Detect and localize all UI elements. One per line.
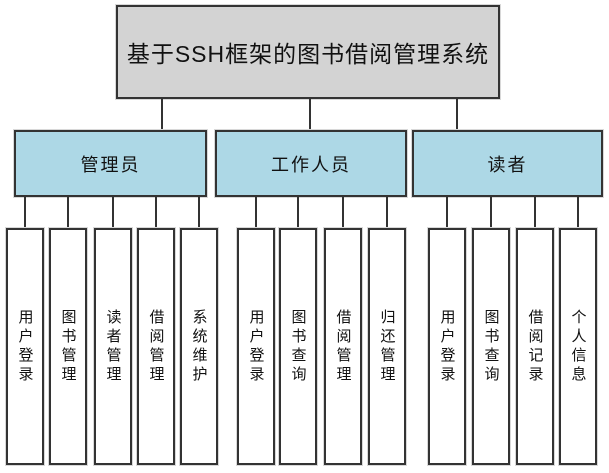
leaf-label: 借阅记录 <box>526 308 544 385</box>
connector-line <box>161 99 163 130</box>
leaf-node: 用户登录 <box>237 228 275 465</box>
leaf-node: 借阅管理 <box>137 228 175 465</box>
connector-line <box>297 197 299 228</box>
leaf-label: 图书查询 <box>289 308 307 385</box>
leaf-node: 借阅记录 <box>516 228 554 465</box>
leaf-node: 读者管理 <box>94 228 132 465</box>
group-node-staff: 工作人员 <box>215 130 407 197</box>
root-node: 基于SSH框架的图书借阅管理系统 <box>116 5 500 99</box>
connector-line <box>198 197 200 228</box>
connector-line <box>577 197 579 228</box>
connector-line <box>446 197 448 228</box>
leaf-label: 用户登录 <box>247 308 265 385</box>
leaf-label: 系统维护 <box>190 308 208 385</box>
connector-line <box>534 197 536 228</box>
connector-line <box>255 197 257 228</box>
leaf-label: 借阅管理 <box>147 308 165 385</box>
leaf-node: 系统维护 <box>180 228 218 465</box>
leaf-label: 用户登录 <box>438 308 456 385</box>
connector-line <box>490 197 492 228</box>
connector-line <box>155 197 157 228</box>
connector-line <box>67 197 69 228</box>
group-node-reader: 读者 <box>412 130 603 197</box>
connector-line <box>112 197 114 228</box>
leaf-label: 图书管理 <box>59 308 77 385</box>
leaf-node: 图书管理 <box>49 228 87 465</box>
leaf-label: 用户登录 <box>16 308 34 385</box>
leaf-node: 用户登录 <box>6 228 44 465</box>
connector-line <box>24 197 26 228</box>
leaf-label: 个人信息 <box>569 308 587 385</box>
leaf-node: 借阅管理 <box>324 228 362 465</box>
group-node-admin: 管理员 <box>14 130 207 197</box>
leaf-label: 图书查询 <box>482 308 500 385</box>
leaf-label: 借阅管理 <box>334 308 352 385</box>
connector-line <box>309 99 311 130</box>
connector-line <box>386 197 388 228</box>
leaf-node: 用户登录 <box>428 228 466 465</box>
group-label: 管理员 <box>80 154 141 175</box>
leaf-node: 个人信息 <box>559 228 597 465</box>
connector-line <box>342 197 344 228</box>
leaf-label: 读者管理 <box>104 308 122 385</box>
leaf-node: 图书查询 <box>472 228 510 465</box>
group-label: 读者 <box>487 154 528 175</box>
group-label: 工作人员 <box>271 154 351 175</box>
connector-line <box>456 99 458 130</box>
leaf-label: 归还管理 <box>378 308 396 385</box>
root-title: 基于SSH框架的图书借阅管理系统 <box>126 41 490 67</box>
leaf-node: 归还管理 <box>368 228 406 465</box>
leaf-node: 图书查询 <box>279 228 317 465</box>
